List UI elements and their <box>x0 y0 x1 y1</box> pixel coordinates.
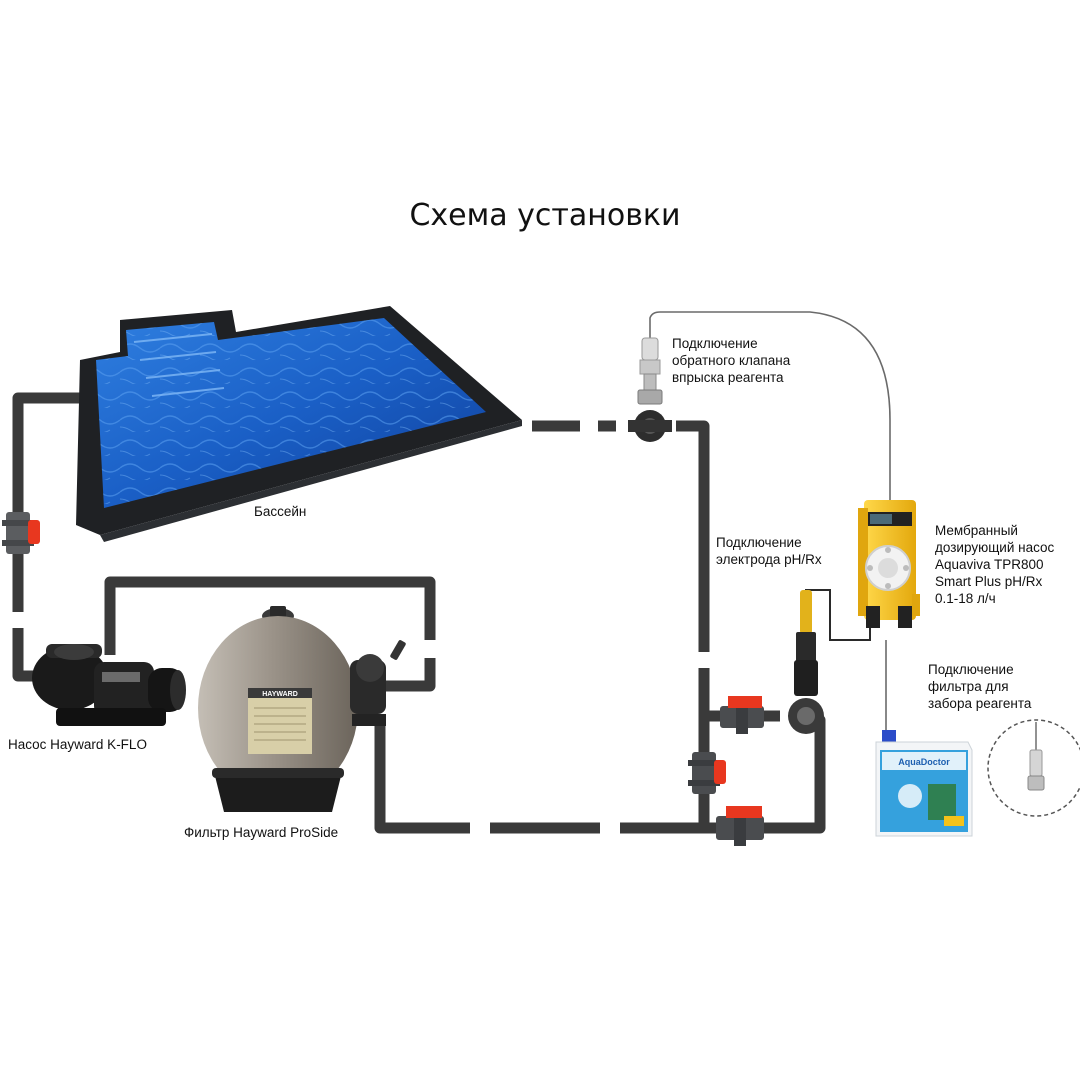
valve-handle <box>728 696 762 708</box>
suction-valve <box>2 512 40 554</box>
valve-handle <box>28 520 40 544</box>
pump <box>32 644 186 726</box>
check-valve-label-line: обратного клапана <box>672 353 791 368</box>
electrode-label-line: Подключение <box>716 535 802 550</box>
filter-outlet-pipe <box>374 720 470 834</box>
electrode-label: Подключение электрода pH/Rx <box>716 534 822 568</box>
pool <box>76 306 522 542</box>
dosing-pump-label-line: 0.1-18 л/ч <box>935 591 996 606</box>
check-valve <box>628 337 672 442</box>
bypass-valve-bottom <box>716 806 764 846</box>
valve-handle <box>726 806 762 818</box>
intake-filter-label: Подключение фильтра для забора реагента <box>928 661 1031 712</box>
riser-valve <box>688 752 726 794</box>
filter-label-text: Фильтр Hayward ProSide <box>184 825 339 840</box>
pool-label: Бассейн <box>254 503 306 520</box>
diagram-title: Схема установки <box>409 198 681 233</box>
riser-pipe-upper <box>676 420 710 652</box>
pool-label-text: Бассейн <box>254 504 307 519</box>
dosing-pump-label-line: Мембранный <box>935 523 1018 538</box>
pump-label: Насос Hayward K-FLO <box>8 736 147 753</box>
ph-electrode <box>788 590 824 734</box>
dosing-pump <box>858 500 920 628</box>
check-valve-label-line: Подключение <box>672 336 758 351</box>
electrode-label-line: электрода pH/Rx <box>716 552 822 567</box>
intake-filter-inset <box>987 719 1080 817</box>
injection-tube <box>649 311 891 500</box>
check-valve-label: Подключение обратного клапана впрыска ре… <box>672 335 790 386</box>
valve-handle <box>714 760 726 784</box>
suction-pipe <box>12 392 80 612</box>
pool-steps <box>133 333 225 397</box>
intake-filter-label-line: забора реагента <box>928 696 1032 711</box>
bypass-valve-top <box>720 696 764 734</box>
dosing-pump-label-line: Aquaviva TPR800 <box>935 557 1044 572</box>
pump-to-filter-pipe-b <box>385 658 436 692</box>
filter-label: Фильтр Hayward ProSide <box>184 824 338 841</box>
check-valve-label-line: впрыска реагента <box>672 370 784 385</box>
pump-label-text: Насос Hayward K-FLO <box>8 737 147 752</box>
intake-filter-label-line: фильтра для <box>928 679 1009 694</box>
filter-brand-text: HAYWARD <box>262 691 298 698</box>
pump-to-filter-pipe <box>104 576 436 655</box>
canister-brand-text: AquaDoctor <box>898 757 950 767</box>
dosing-pump-label-line: дозирующий насос <box>935 540 1055 555</box>
intake-filter-label-line: Подключение <box>928 662 1014 677</box>
reagent-canister: AquaDoctor <box>875 730 973 837</box>
sand-filter: HAYWARD <box>198 606 406 812</box>
dosing-pump-label: Мембранный дозирующий насос Aquaviva TPR… <box>935 522 1054 607</box>
dosing-pump-label-line: Smart Plus pH/Rx <box>935 574 1043 589</box>
